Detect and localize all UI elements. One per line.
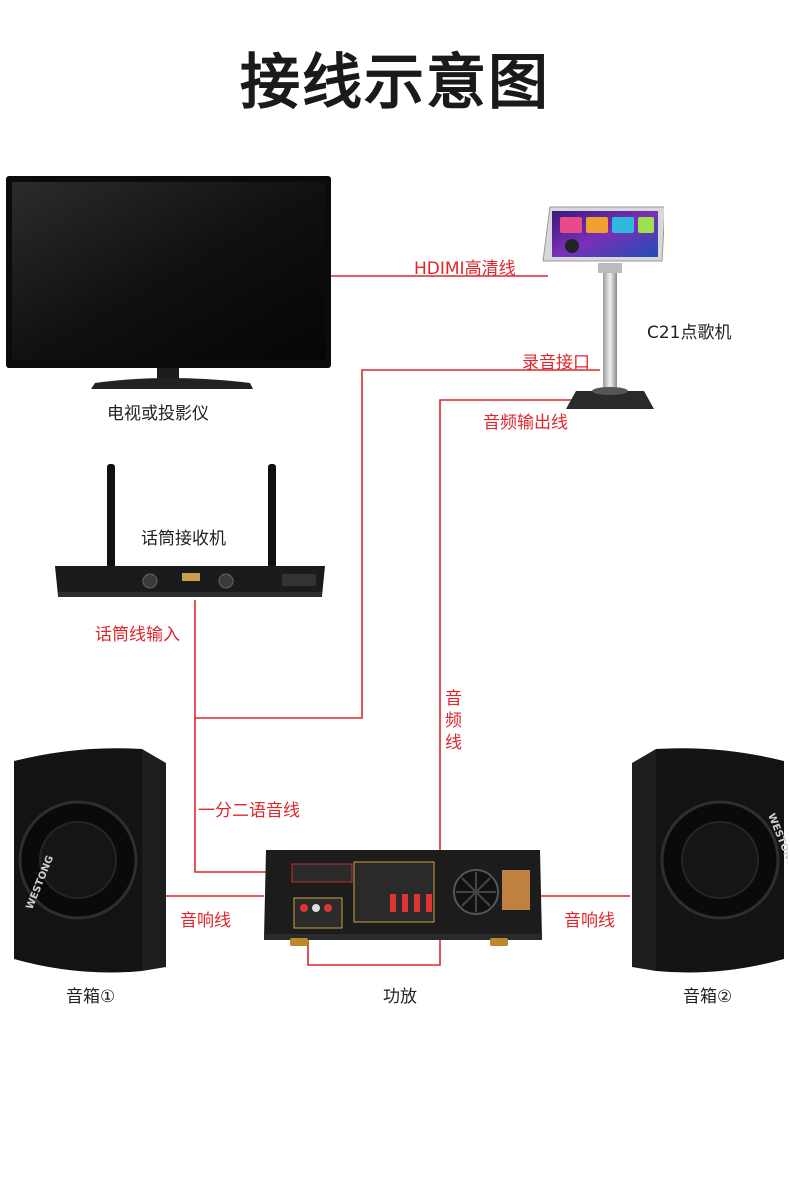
mic-input-label: 话筒线输入	[95, 625, 180, 645]
audio-out-wire	[439, 399, 608, 930]
page-title: 接线示意图	[240, 48, 550, 118]
splitter-wire	[194, 718, 300, 873]
mic-receiver-label: 话筒接收机	[141, 529, 226, 549]
hdmi-wire-label: HDIMI高清线	[414, 259, 516, 279]
audio-vertical-char-2: 频	[445, 711, 462, 731]
tv-label: 电视或投影仪	[107, 404, 209, 424]
record-wire	[194, 369, 600, 719]
amplifier-image	[264, 850, 542, 946]
mic-receiver-image	[55, 464, 325, 597]
speaker-right-label: 音箱②	[683, 987, 733, 1007]
speaker-wire-right-label: 音响线	[564, 911, 615, 931]
amp-loop-wire	[307, 930, 441, 966]
speaker-wire-left-label: 音响线	[180, 911, 231, 931]
splitter-label: 一分二语音线	[198, 801, 300, 821]
audio-vertical-char-3: 线	[445, 733, 462, 753]
ktv-label: C21点歌机	[647, 323, 732, 343]
amplifier-label: 功放	[383, 987, 417, 1007]
tv-image	[6, 176, 331, 389]
audio-vertical-label: 音 频 线	[445, 688, 462, 754]
audio-out-label: 音频输出线	[483, 413, 568, 433]
speaker-left-label: 音箱①	[66, 987, 116, 1007]
ktv-machine-image	[542, 206, 664, 409]
record-port-label: 录音接口	[522, 353, 590, 373]
speaker-right-image: WESTONG	[632, 748, 788, 973]
audio-vertical-char-1: 音	[445, 689, 462, 709]
speaker-left-image: WESTONG	[14, 748, 166, 973]
